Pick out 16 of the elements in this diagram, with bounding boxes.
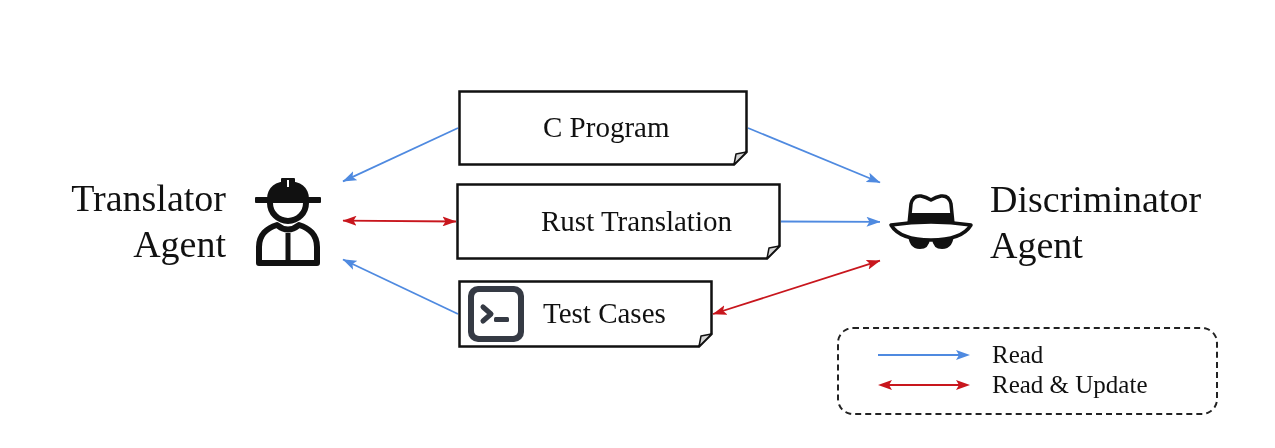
double-arrow <box>712 259 881 315</box>
arrow <box>342 258 459 315</box>
agent-label: Translator Agent <box>70 176 226 267</box>
arrow <box>780 216 881 227</box>
legend-label: Read & Update <box>992 370 1148 400</box>
document-box <box>458 280 713 348</box>
node-label: C Program <box>543 110 670 145</box>
document-box <box>456 183 781 260</box>
legend-label: Read <box>992 340 1044 370</box>
agent-label: Discriminator Agent <box>990 177 1203 268</box>
node-label: Rust Translation <box>541 203 732 238</box>
document-box <box>458 90 748 166</box>
double-arrow <box>342 215 457 227</box>
arrow <box>747 127 881 184</box>
arrow <box>342 127 459 183</box>
node-label: Test Cases <box>543 296 666 331</box>
